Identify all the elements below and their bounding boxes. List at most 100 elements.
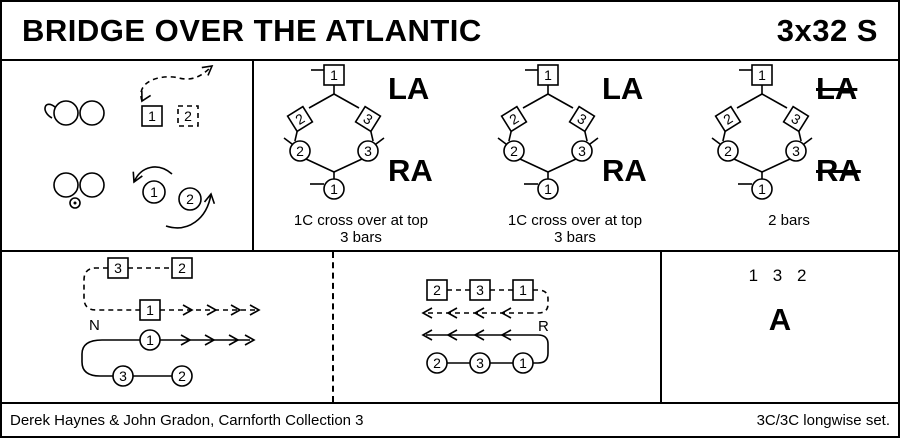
dancer-diamond: 3	[782, 105, 810, 142]
direction-label-r: R	[538, 318, 549, 335]
dancer-diamond: 3	[568, 105, 596, 142]
caption-line-1: 1C cross over at top	[293, 212, 429, 229]
key-diagram: 1 2 1 2	[44, 64, 216, 229]
middle-row: 1 2 1 2	[2, 61, 898, 252]
facing-tick	[375, 137, 385, 145]
page-title: BRIDGE OVER THE ATLANTIC	[22, 12, 482, 48]
dancer-number: 1	[330, 67, 338, 83]
key-circle-1-number: 1	[150, 184, 158, 200]
dancer-number: 3	[476, 355, 484, 371]
left-arms-label: LA	[388, 71, 430, 106]
dancer-circle	[512, 352, 534, 374]
dancer-number: 1	[146, 302, 154, 318]
footer: Derek Haynes & John Gradon, Carnforth Co…	[2, 402, 898, 436]
dancer-circle	[717, 140, 739, 162]
dancer-number: 3	[789, 110, 804, 128]
facing-tick	[803, 137, 813, 145]
arrowhead-icon	[473, 307, 485, 319]
progression-cell-left: 3 2 1 N 1	[2, 252, 332, 402]
left-arms-label: LA	[602, 71, 644, 106]
allemande-label: A	[768, 302, 792, 337]
dancer-number: 2	[296, 143, 304, 159]
arrowhead-icon	[421, 329, 433, 341]
dancer-circle	[503, 140, 525, 162]
progression-diagram-left: 3 2 1 N 1	[81, 257, 261, 387]
figure-caption: 2 bars	[682, 212, 896, 230]
dashed-track-path	[83, 267, 140, 311]
bottom-row: 3 2 1 N 1	[2, 252, 898, 402]
dancer-number: 2	[292, 110, 307, 128]
dashed-track-path	[532, 289, 549, 314]
facing-tick	[711, 137, 721, 145]
facing-tick	[497, 137, 507, 145]
arrowhead-icon	[500, 329, 512, 341]
key-square-2-number: 2	[184, 108, 192, 124]
hands-across-column-3: 1 2 3	[682, 61, 896, 250]
arrowhead-icon	[228, 334, 240, 346]
ra-figure: 2 3 1	[497, 137, 599, 200]
dancer-number: 3	[476, 282, 484, 298]
dancer-number: 3	[119, 368, 127, 384]
arrowhead-icon	[446, 329, 458, 341]
arrowhead-icon	[500, 307, 512, 319]
dancer-circle	[357, 140, 379, 162]
ra-figure: 2 3 1	[711, 137, 813, 200]
left-arms-label-struck: LA	[816, 71, 858, 106]
dancer-number: 1	[519, 282, 527, 298]
arrowhead-icon	[180, 334, 192, 346]
arrowhead-icon	[141, 90, 152, 103]
hands-across-diagram-1: 1 2 3	[283, 64, 385, 200]
dancer-number: 1	[544, 181, 552, 197]
right-arms-label: RA	[602, 153, 647, 188]
caption-line-2: 3 bars	[340, 228, 382, 246]
dancer-number: 1	[758, 181, 766, 197]
arrowhead-icon	[201, 64, 214, 76]
ra-figure: 2 3 1	[283, 137, 385, 200]
dancer-number: 3	[578, 143, 586, 159]
facing-tick	[589, 137, 599, 145]
dancer-diamond: 3	[354, 105, 382, 142]
dancer-square	[171, 257, 193, 279]
dancer-number: 2	[724, 143, 732, 159]
dancer-number: 1	[758, 67, 766, 83]
dancer-number: 2	[510, 143, 518, 159]
facing-tick	[283, 137, 293, 145]
dancer-number: 2	[178, 368, 186, 384]
dancer-number: 2	[433, 355, 441, 371]
dancer-circle	[751, 178, 773, 200]
turn-couple-arrows-icon: 1 2	[132, 166, 216, 229]
dancer-circle	[171, 365, 193, 387]
key-circle-2-number: 2	[186, 191, 194, 207]
lead-circles-with-dot-icon	[53, 172, 105, 209]
arrowhead-icon	[204, 334, 216, 346]
dancer-circle	[785, 140, 807, 162]
arrowhead-icon	[230, 304, 242, 316]
finishing-order: 1 3 2	[748, 266, 812, 285]
credits: Derek Haynes & John Gradon, Carnforth Co…	[10, 411, 364, 429]
right-arms-label-struck: RA	[816, 153, 861, 188]
hands-across-diagram-2: 1 2 3	[497, 64, 599, 200]
hands-across-figures: 1 2 3	[254, 61, 898, 250]
arrowhead-icon	[182, 304, 194, 316]
hands-across-diagram-3: 1 2 3	[711, 64, 813, 200]
arrowhead-icon	[473, 329, 485, 341]
la-figure: 1 2 3	[500, 64, 596, 142]
direction-label-n: N	[89, 317, 100, 334]
hands-across-column-2: 1 2 3	[468, 61, 682, 250]
arrowhead-icon	[249, 304, 261, 316]
figure-caption: 1C cross over at top 3 bars	[468, 212, 682, 247]
dancer-number: 2	[720, 110, 735, 128]
figure-caption: 1C cross over at top 3 bars	[254, 212, 468, 247]
repeat-structure: 3x32 S	[776, 12, 878, 48]
dancer-number: 3	[364, 143, 372, 159]
dancer-number: 3	[792, 143, 800, 159]
dancer-number: 1	[544, 67, 552, 83]
progression-cell-middle: 2 3 1 R	[332, 252, 660, 402]
dancer-circle	[537, 178, 559, 200]
caption-line-2: 2 bars	[768, 212, 810, 229]
header: BRIDGE OVER THE ATLANTIC 3x32 S	[2, 2, 898, 61]
turn-circles-icon	[44, 100, 105, 126]
hands-across-column-1: 1 2 3	[254, 61, 468, 250]
caption-line-1: 1C cross over at top	[507, 212, 643, 229]
